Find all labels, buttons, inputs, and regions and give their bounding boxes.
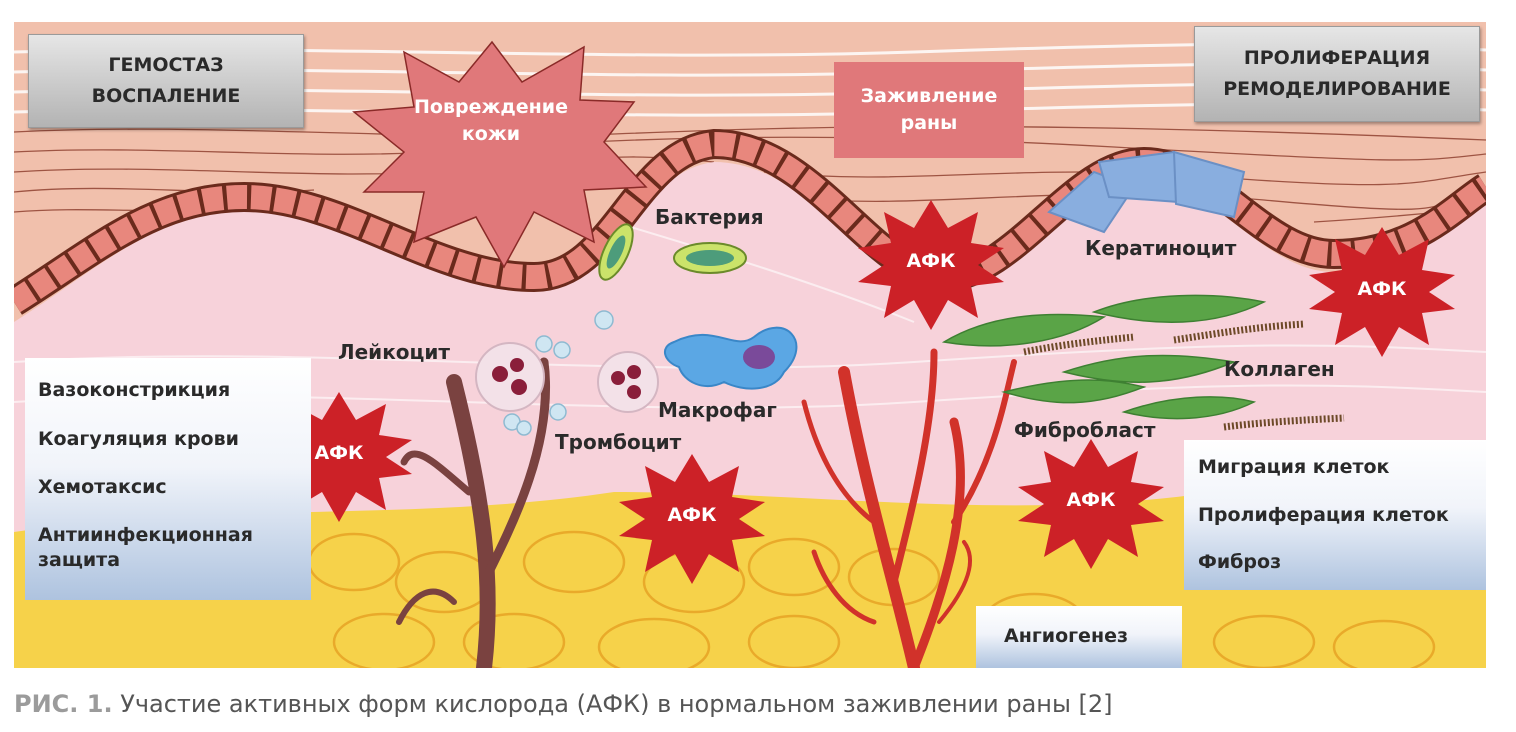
process-antiinfection-line1: Антиинфекционная: [38, 524, 253, 546]
injury-line1: Повреждение: [414, 96, 568, 118]
stage-hemostasis-label: ГЕМОСТАЗ: [108, 54, 224, 76]
bacteria-cells: [598, 223, 747, 281]
arterial-vessel: [801, 348, 1017, 668]
healing-line2: раны: [900, 112, 958, 134]
keratinocyte-label: Кератиноцит: [1085, 236, 1237, 260]
leukocyte-label: Лейкоцит: [338, 340, 450, 364]
process-coagulation: Коагуляция крови: [38, 428, 239, 450]
process-fibrosis: Фиброз: [1198, 551, 1282, 573]
process-antiinfection-line2: защита: [38, 549, 121, 571]
process-vasoconstriction: Вазоконстрикция: [38, 379, 231, 401]
healing-line1: Заживление: [860, 85, 998, 107]
injury-star-label: Повреждение кожи: [396, 94, 586, 148]
basal-cells: [14, 131, 1486, 313]
stage-remodeling-label: РЕМОДЕЛИРОВАНИЕ: [1223, 78, 1451, 100]
collagen-label: Коллаген: [1224, 357, 1335, 381]
leukocyte-cells: [475, 342, 659, 413]
stage-box-proliferation: ПРОЛИФЕРАЦИЯ РЕМОДЕЛИРОВАНИЕ: [1194, 26, 1480, 122]
caption-label: РИС. 1.: [14, 690, 113, 718]
afk-star-shape-5: [1309, 227, 1455, 357]
afk-label-2: АФК: [667, 504, 717, 526]
angiogenesis-box: Ангиогенез: [976, 606, 1182, 668]
injury-line2: кожи: [461, 123, 521, 145]
process-cell-migration: Миграция клеток: [1198, 456, 1390, 478]
stage-box-hemostasis: ГЕМОСТАЗ ВОСПАЛЕНИЕ: [28, 34, 304, 128]
stage-proliferation-label: ПРОЛИФЕРАЦИЯ: [1243, 47, 1431, 69]
fibroblast-label: Фибробласт: [1014, 418, 1156, 442]
injury-star-shape: [352, 40, 648, 269]
fat-cells: [307, 530, 1436, 668]
bacteria-label: Бактерия: [655, 205, 764, 229]
hemostasis-processes-box: Вазоконстрикция Коагуляция крови Хемотак…: [25, 358, 311, 600]
wound-healing-figure: ГЕМОСТАЗ ВОСПАЛЕНИЕ ПРОЛИФЕРАЦИЯ РЕМОДЕЛ…: [14, 22, 1486, 668]
collagen-fibers: [1023, 320, 1345, 431]
afk-label-1: АФК: [314, 442, 364, 464]
keratinocyte-cells: [1047, 150, 1246, 234]
afk-label-3: АФК: [906, 250, 956, 272]
afk-label-5: АФК: [1357, 278, 1407, 300]
process-cell-proliferation: Пролиферация клеток: [1198, 504, 1449, 526]
process-chemotaxis: Хемотаксис: [38, 476, 167, 498]
platelet-label: Тромбоцит: [555, 430, 682, 454]
platelet-cells: [503, 310, 614, 436]
afk-label-4: АФК: [1066, 489, 1116, 511]
proliferation-processes-box: Миграция клеток Пролиферация клеток Фибр…: [1184, 440, 1486, 590]
afk-star-shape-4: [1018, 439, 1164, 569]
figure-caption: РИС. 1. Участие активных форм кислорода …: [14, 690, 1113, 718]
stage-inflammation-label: ВОСПАЛЕНИЕ: [91, 85, 241, 107]
caption-text: Участие активных форм кислорода (АФК) в …: [112, 690, 1113, 718]
macrophage-label: Макрофаг: [658, 398, 777, 422]
macrophage-cell: [664, 326, 798, 390]
wound-healing-box: Заживление раны: [834, 62, 1024, 158]
afk-star-shape-2: [619, 454, 765, 584]
afk-star-shape-3: [858, 200, 1004, 330]
venous-vessel: [396, 357, 551, 668]
angiogenesis-label: Ангиогенез: [1004, 625, 1128, 647]
fibroblast-cells: [941, 294, 1267, 420]
